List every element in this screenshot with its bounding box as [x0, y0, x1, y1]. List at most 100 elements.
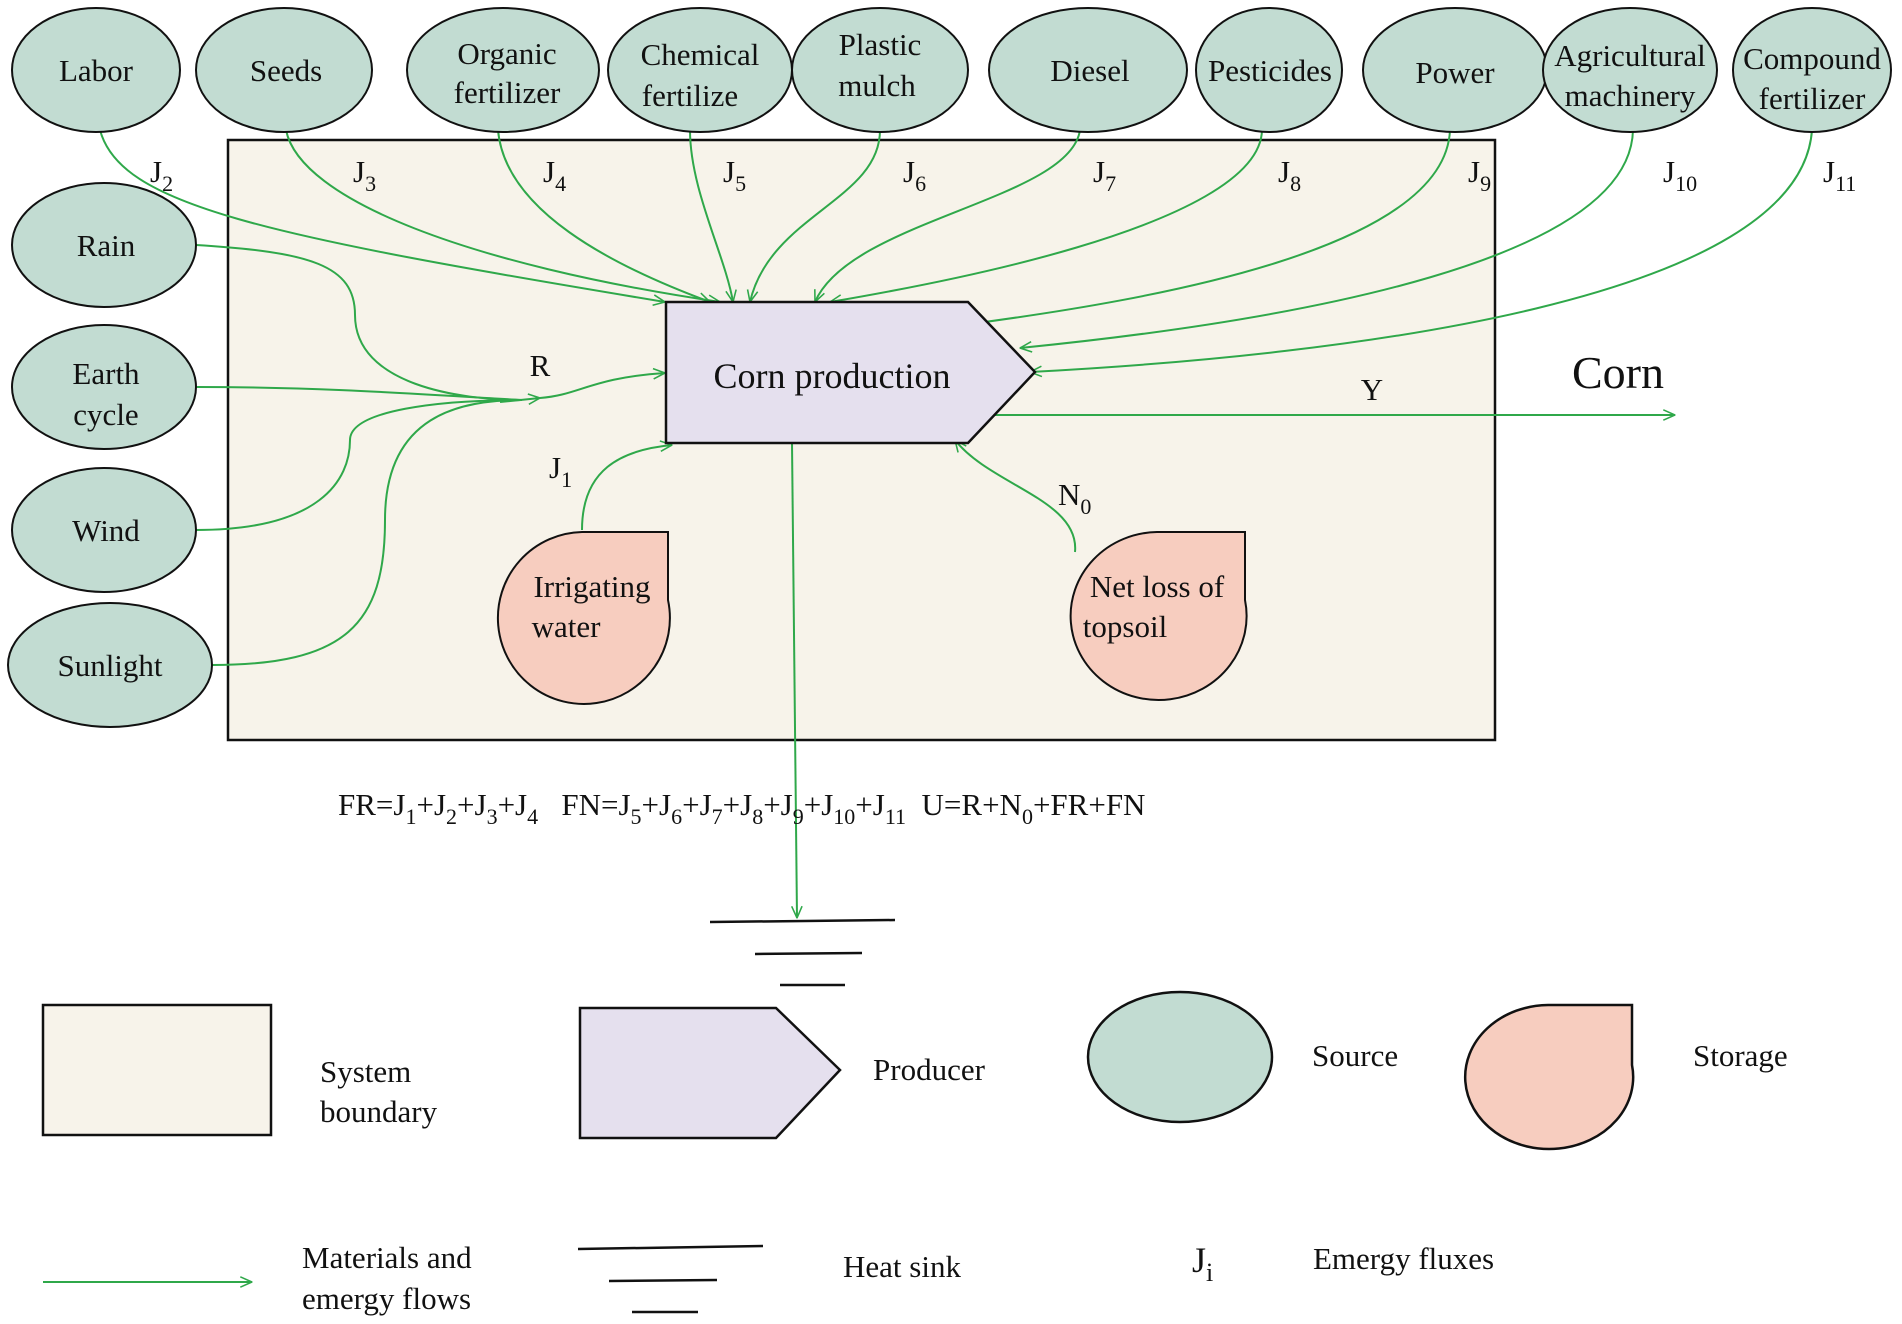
producer-label: Corn production	[714, 356, 951, 396]
formula-part: +J	[855, 787, 885, 822]
flow-diesel	[815, 129, 1081, 302]
source-seeds	[195, 7, 373, 133]
formula-part: +J	[682, 787, 712, 822]
formula-subscript: 11	[885, 804, 906, 829]
formula-subscript: 5	[631, 804, 642, 829]
flow-pesticides	[830, 129, 1263, 302]
source-plastic-mulch-label-1: Plastic	[839, 27, 922, 62]
legend-boundary-swatch	[41, 1003, 273, 1137]
heat-sink	[709, 918, 896, 987]
flow-rain	[195, 244, 523, 401]
flow-earth-cycle	[195, 386, 523, 401]
formula-part: +FR+FN	[1033, 787, 1146, 822]
legend-source-swatch	[1086, 990, 1274, 1124]
legend-boundary-label-1: System	[320, 1054, 411, 1089]
flow-chemical-fertilizer	[689, 129, 733, 302]
flow-compound-fertilizer	[1030, 129, 1813, 372]
flux-label-j9: J9	[1468, 154, 1491, 196]
source-agricultural-machinery-label-1: Agricultural	[1554, 38, 1706, 73]
flux-label-j5: J5	[723, 154, 746, 196]
flow-renewable	[539, 373, 665, 399]
storage-net-loss-of-topsoil-label-2: topsoil	[1083, 609, 1167, 644]
flow-plastic-mulch	[750, 129, 881, 302]
formula-subscript: 9	[793, 804, 804, 829]
sources-top: Labor Seeds Organic fertilizer Chemical …	[11, 7, 1892, 133]
formula-part: +J	[416, 787, 446, 822]
formula-part: +J	[457, 787, 487, 822]
legend-flux-symbol: Ji	[1192, 1240, 1213, 1287]
emergy-formula: FR=J1+J2+J3+J4 FN=J5+J6+J7+J8+J9+J10+J11…	[338, 787, 1145, 829]
flow-power	[970, 129, 1451, 324]
flux-label-j2: J2	[150, 154, 173, 196]
source-plastic-mulch-label-2: mulch	[838, 68, 916, 103]
legend-flows-label-1: Materials and	[302, 1240, 472, 1275]
formula-subscript: 10	[833, 804, 855, 829]
legend-source-label: Source	[1312, 1038, 1398, 1073]
source-plastic-mulch	[791, 7, 969, 133]
flux-label-j11: J11	[1823, 154, 1856, 196]
formula-part: FR=J	[338, 787, 405, 822]
legend-producer-label: Producer	[873, 1052, 986, 1087]
source-organic-fertilizer	[406, 7, 600, 133]
flux-label-j3: J3	[353, 154, 376, 196]
formula-part: +J	[723, 787, 753, 822]
source-wind	[11, 467, 197, 593]
source-organic-fertilizer-label-1: Organic	[457, 36, 556, 71]
formula-subscript: 6	[671, 804, 682, 829]
flux-labels-top: J2 J3 J4 J5 J6 J7 J8 J9 J10 J11	[150, 154, 1856, 196]
sources-left: Rain Earth cycle Wind Sunlight	[7, 182, 213, 728]
formula-subscript: 1	[405, 804, 416, 829]
legend-storage-label: Storage	[1693, 1038, 1788, 1073]
storage-net-loss-of-topsoil	[1069, 531, 1248, 701]
source-chemical-fertilizer-label-1: Chemical	[641, 37, 760, 72]
storages: Irrigating water J1 Net loss of topsoil …	[496, 450, 1248, 705]
formula-subscript: 8	[752, 804, 763, 829]
source-sunlight	[7, 602, 213, 728]
formula-part: +J	[498, 787, 528, 822]
flux-label-j1: J1	[549, 450, 572, 492]
flux-label-j6: J6	[903, 154, 926, 196]
storage-irrigating-water	[496, 531, 671, 705]
flow-heat-sink	[792, 442, 797, 918]
source-compound-fertilizer-label-2: fertilizer	[1759, 81, 1866, 116]
legend-boundary-label-2: boundary	[320, 1094, 438, 1129]
source-compound-fertilizer	[1732, 7, 1892, 133]
flow-organic-fertilizer	[497, 129, 710, 302]
legend-storage-swatch	[1463, 1003, 1635, 1151]
source-chemical-fertilizer-label-2: fertilize	[642, 78, 738, 113]
formula-subscript: 4	[527, 804, 538, 829]
source-power-label: Power	[1415, 55, 1495, 90]
source-compound-fertilizer-label-1: Compound	[1743, 41, 1881, 76]
source-seeds-label: Seeds	[250, 53, 322, 88]
source-agricultural-machinery-label-2: machinery	[1565, 78, 1696, 113]
source-sunlight-label: Sunlight	[57, 648, 162, 683]
storage-irrigating-water-label-2: water	[532, 609, 602, 644]
formula-subscript: 7	[712, 804, 723, 829]
source-pesticides-label: Pesticides	[1208, 53, 1332, 88]
flow-renewable-arrow	[499, 398, 540, 402]
formula-part: U=R+N	[906, 787, 1022, 822]
legend-producer-swatch	[578, 1006, 842, 1140]
flow-seeds	[285, 129, 720, 302]
flux-label-j8: J8	[1278, 154, 1301, 196]
formula-part: FN=J	[538, 787, 630, 822]
source-earth-cycle	[11, 324, 197, 450]
source-labor-label: Labor	[59, 53, 134, 88]
source-rain-label: Rain	[77, 228, 136, 263]
storage-net-loss-of-topsoil-label-1: Net loss of	[1090, 569, 1225, 604]
source-diesel-label: Diesel	[1050, 53, 1129, 88]
output-flux-label: Y	[1361, 372, 1383, 407]
source-earth-cycle-label-2: cycle	[73, 397, 138, 432]
legend-flows-label-2: emergy flows	[302, 1281, 471, 1316]
flux-label-j7: J7	[1093, 154, 1116, 196]
source-organic-fertilizer-label-2: fertilizer	[454, 75, 561, 110]
source-pesticides	[1195, 7, 1343, 133]
legend-fluxes-label: Emergy fluxes	[1313, 1241, 1494, 1276]
formula-subscript: 0	[1022, 804, 1033, 829]
source-rain	[11, 182, 197, 308]
source-labor	[11, 7, 181, 133]
legend-heat-sink-label: Heat sink	[843, 1249, 961, 1284]
flux-label-n0: N0	[1058, 477, 1091, 519]
flux-label-j4: J4	[543, 154, 566, 196]
